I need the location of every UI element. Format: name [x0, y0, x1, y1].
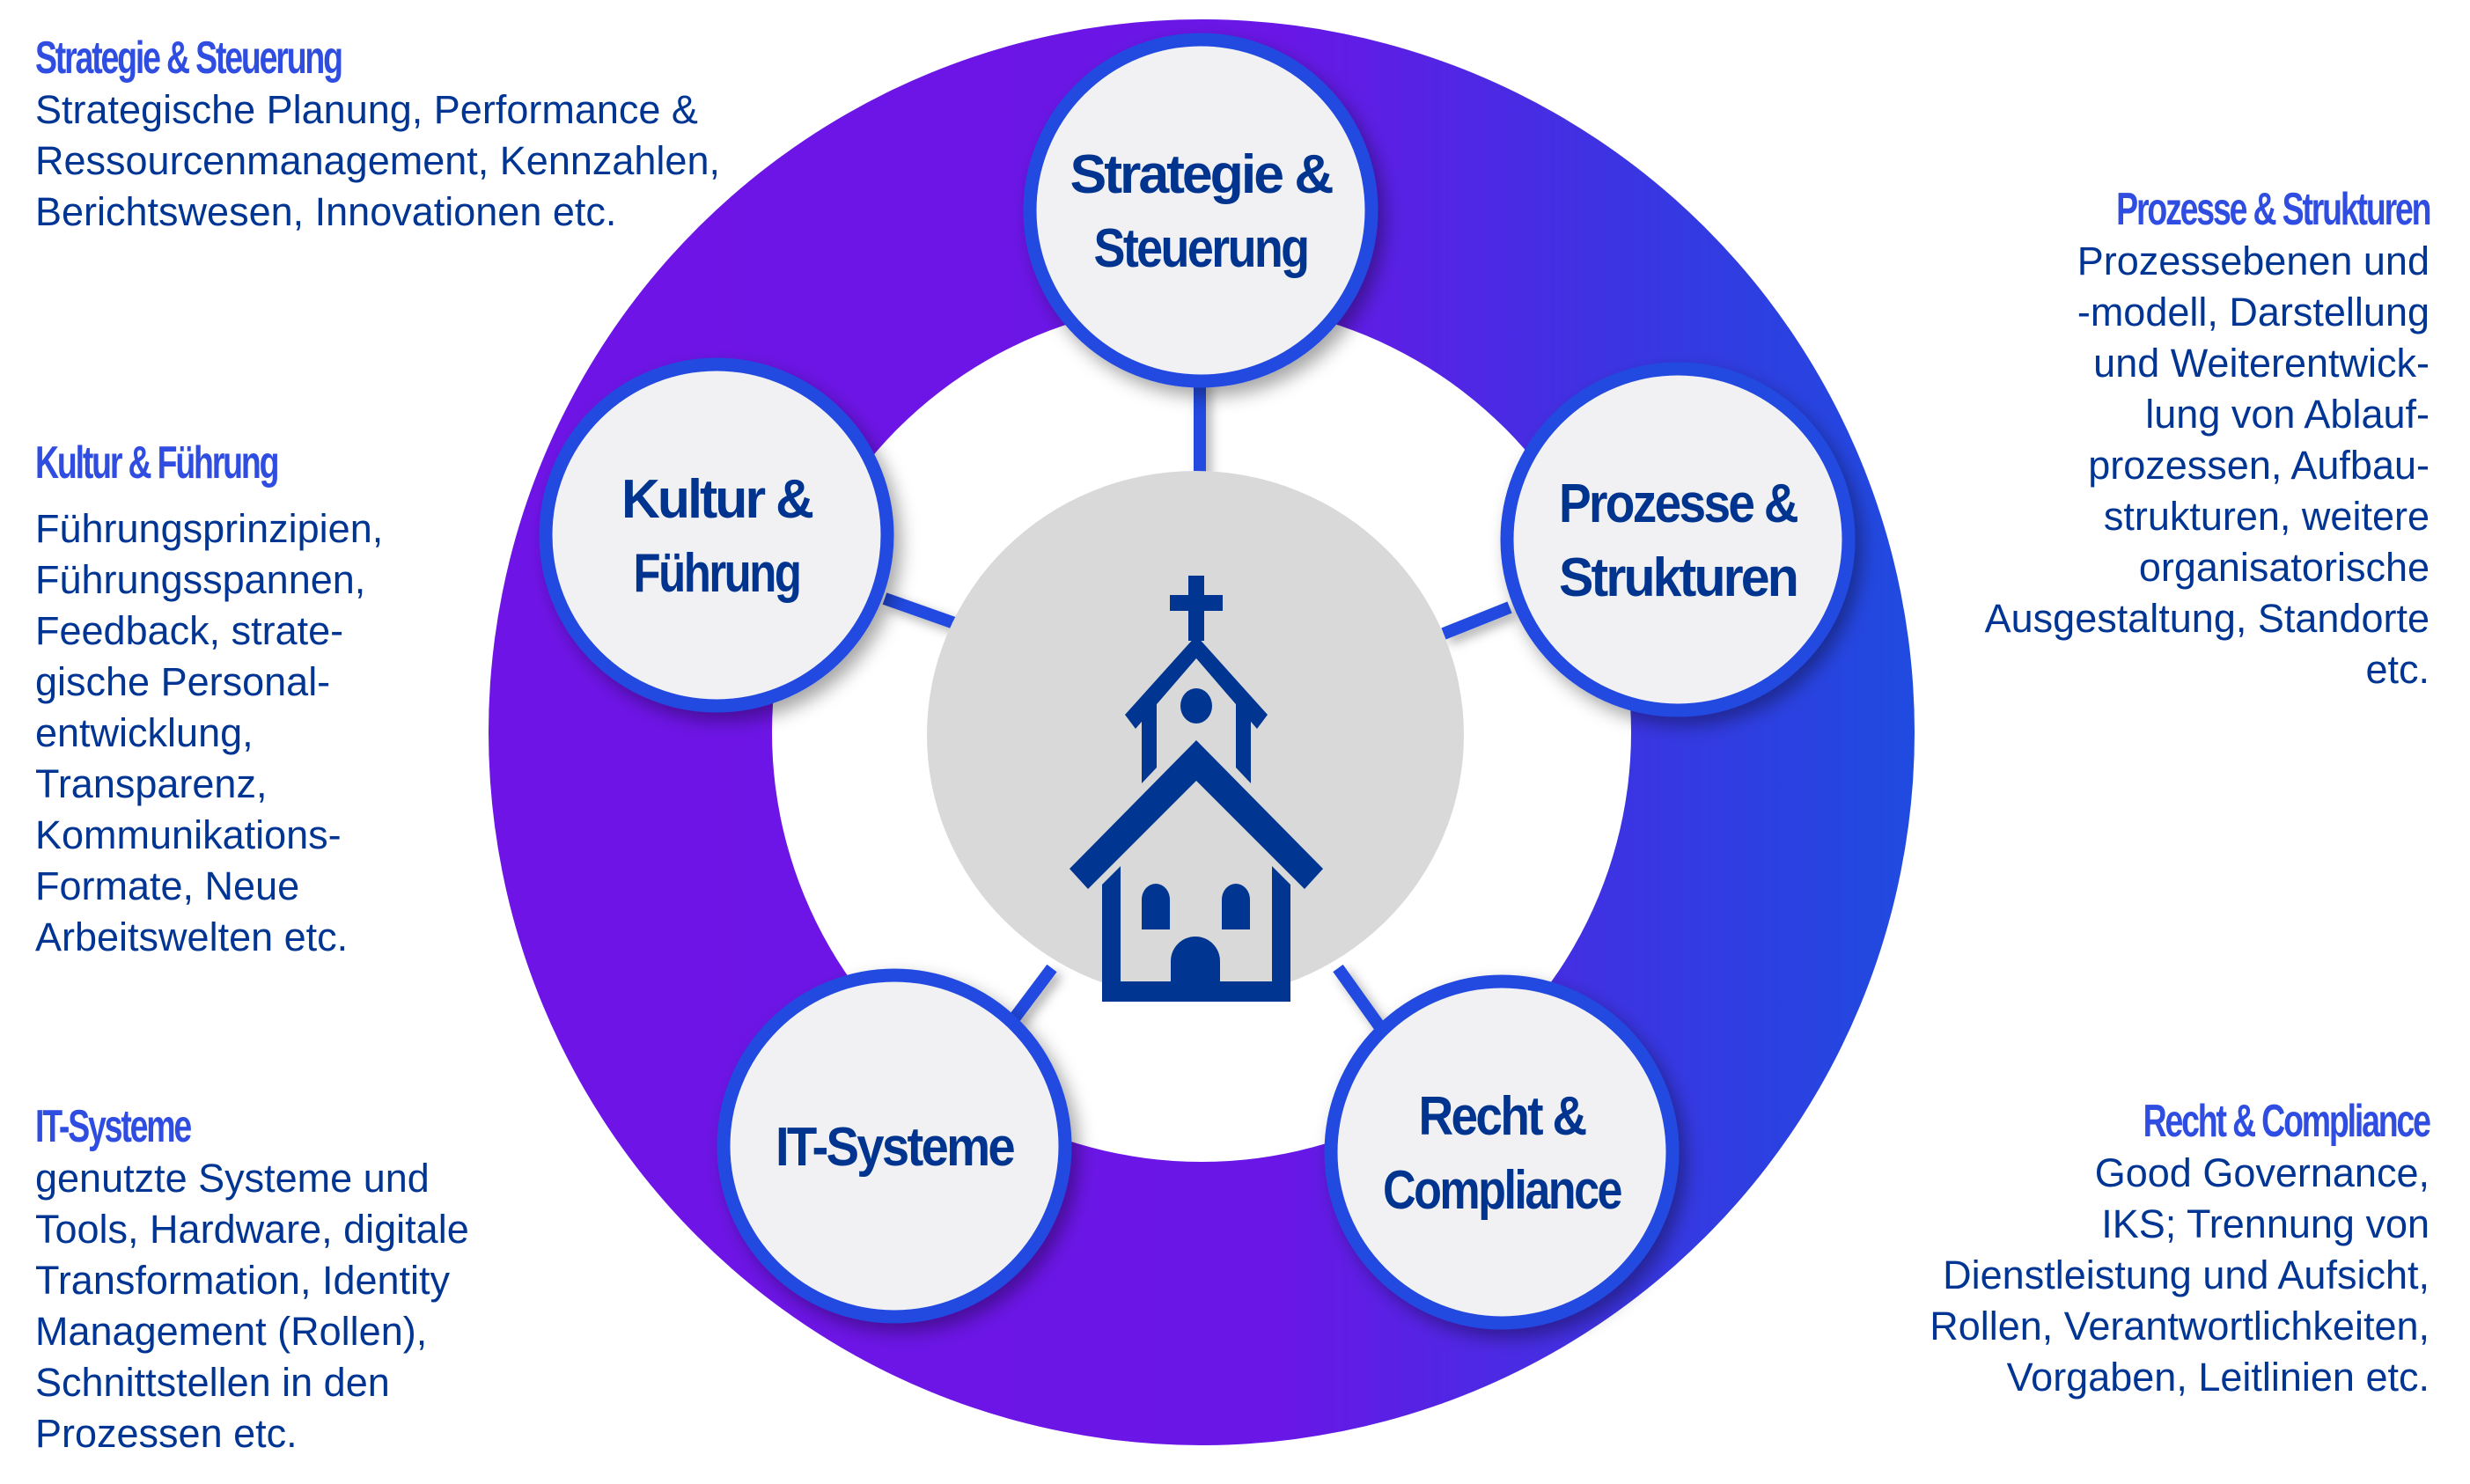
description-title: Kultur & Führung	[35, 437, 279, 489]
description-line: Dienstleistung und Aufsicht,	[1943, 1253, 2430, 1297]
description-line: genutzte Systeme und	[35, 1156, 430, 1201]
node-prozesse: Prozesse & Strukturen	[1500, 362, 1856, 717]
description-line: Good Governance,	[2094, 1150, 2430, 1195]
node-kultur: Kultur & Führung	[539, 357, 894, 713]
description-line: Strategische Planung, Performance &	[35, 87, 698, 132]
description-line: organisatorische	[2138, 545, 2430, 590]
node-label: Compliance	[1383, 1160, 1621, 1221]
description-line: Schnittstellen in den	[35, 1360, 390, 1405]
description-line: lung von Ablauf-	[2145, 392, 2430, 437]
node-label: Strukturen	[1559, 547, 1797, 608]
description-body: Strategische Planung, Performance & Resso…	[35, 84, 720, 238]
description-line: prozessen, Aufbau-	[2088, 443, 2430, 488]
connectors	[882, 378, 1512, 1034]
description-line: Formate, Neue	[35, 863, 300, 908]
description-line: Arbeitswelten etc.	[35, 915, 349, 959]
description-line: Berichtswesen, Innovationen etc.	[35, 189, 617, 234]
description-kultur: Kultur & Führung Führungsprinzipien,Führ…	[35, 437, 383, 963]
description-prozesse: Prozesse & Strukturen Prozessebenen und -…	[1985, 183, 2432, 695]
description-line: strukturen, weitere	[2103, 494, 2430, 539]
description-line: Vorgaben, Leitlinien etc.	[2006, 1355, 2430, 1400]
connector-it	[1007, 964, 1057, 1025]
connector-recht	[1333, 964, 1387, 1034]
description-line: Führungsspannen,	[35, 557, 366, 602]
node-recht: Recht & Compliance	[1324, 974, 1680, 1330]
description-line: Prozessebenen und	[2077, 239, 2430, 283]
description-line: -modell, Darstellung	[2077, 290, 2430, 334]
description-title: Strategie & Steuerung	[35, 33, 343, 84]
description-title: Prozesse & Strukturen	[2115, 184, 2431, 235]
node-strategie: Strategie & Steuerung	[1023, 33, 1378, 388]
description-line: entwicklung,	[35, 710, 254, 755]
node-label: Kultur &	[621, 469, 812, 530]
description-recht: Recht & Compliance Good Governance, IKS; …	[1930, 1095, 2431, 1403]
node-label: Führung	[634, 543, 800, 604]
connector-kultur	[882, 592, 962, 631]
description-line: Management (Rollen),	[35, 1309, 428, 1354]
description-body: Prozessebenen und -modell, Darstellung und…	[1985, 236, 2430, 695]
center-circle	[927, 471, 1464, 999]
church-icon	[1070, 576, 1323, 1002]
node-circle	[539, 357, 894, 713]
node-label: Prozesse &	[1559, 474, 1797, 534]
description-line: gische Personal-	[35, 659, 331, 704]
description-line: Ressourcenmanagement, Kennzahlen,	[35, 138, 720, 183]
description-line: etc.	[2365, 647, 2430, 692]
description-line: Tools, Hardware, digitale	[35, 1207, 469, 1252]
node-circle	[1324, 974, 1680, 1330]
description-title: Recht & Compliance	[2143, 1096, 2431, 1147]
description-line: Führungsprinzipien,	[35, 506, 384, 551]
connector-prozesse	[1441, 601, 1512, 640]
description-line: Transparenz,	[35, 761, 268, 806]
node-circle	[717, 968, 1072, 1324]
node-label: Strategie &	[1070, 144, 1333, 205]
description-body: Führungsprinzipien, Führungsspannen, Feedb…	[35, 503, 383, 963]
node-label: IT-Systeme	[776, 1117, 1014, 1178]
description-line: und Weiterentwick-	[2093, 341, 2430, 386]
description-line: Ausgestaltung, Standorte	[1984, 596, 2430, 641]
node-it: IT-Systeme	[717, 968, 1072, 1324]
description-line: IKS; Trennung von	[2101, 1201, 2430, 1246]
description-line: Feedback, strate-	[35, 608, 344, 653]
node-label: Recht &	[1419, 1086, 1586, 1147]
description-title: IT-Systeme	[35, 1101, 192, 1152]
description-strategie: Strategie & Steuerung Strategische Planu…	[35, 32, 720, 238]
description-line: Prozessen etc.	[35, 1411, 298, 1456]
description-line: Transformation, Identity	[35, 1258, 451, 1303]
node-circle	[1023, 33, 1378, 388]
description-line: Rollen, Verantwortlichkeiten,	[1930, 1304, 2430, 1348]
node-label: Steuerung	[1094, 218, 1308, 279]
node-circle	[1500, 362, 1856, 717]
description-line: Kommunikations-	[35, 812, 342, 857]
